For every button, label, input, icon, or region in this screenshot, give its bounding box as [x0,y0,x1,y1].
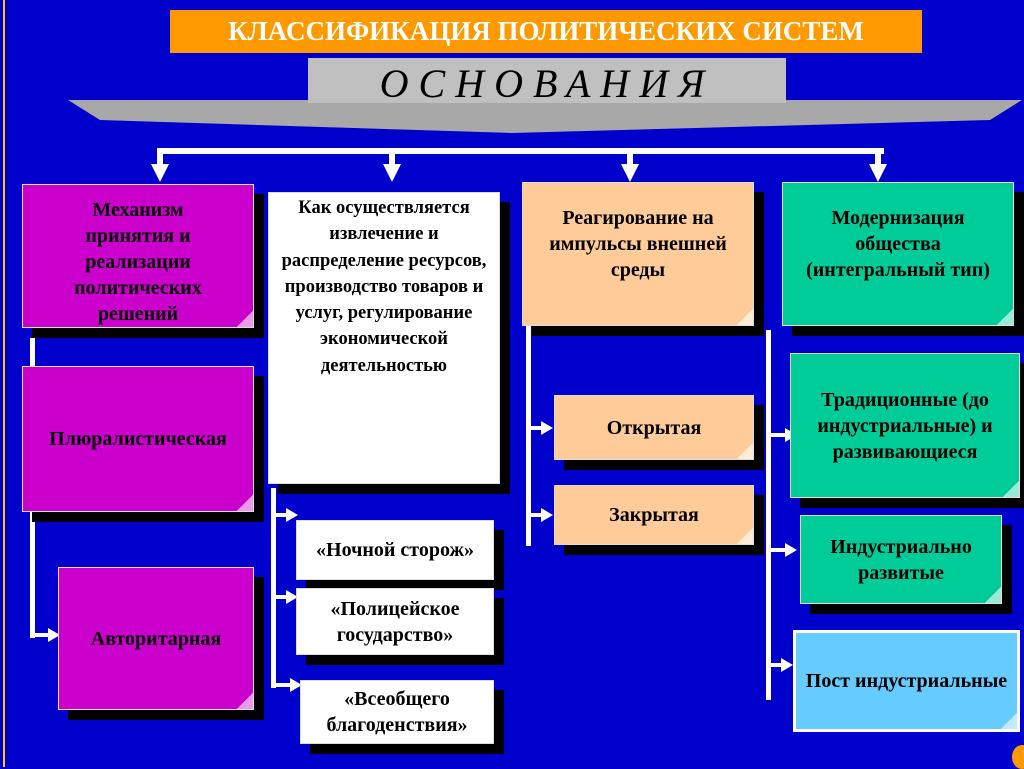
connector-line [526,426,542,430]
type-traditional: Традиционные (до индустриальные) и разви… [790,353,1020,498]
connector-line [271,513,287,517]
connector-line [526,513,542,517]
basis-resources: Как осуществляется извлечение и распреде… [268,192,500,484]
connector-line [766,548,786,552]
arrow-right-icon [541,508,553,522]
connector-line [157,148,163,166]
type-open: Открытая [554,395,754,460]
connector-line [875,148,881,166]
connector-line [766,330,771,700]
connector-line [271,595,287,599]
slide-title: КЛАССИФИКАЦИЯ ПОЛИТИЧЕСКИХ СИСТЕМ [170,10,922,53]
type-authoritarian: Авторитарная [58,567,254,710]
arrow-down-icon [621,164,639,182]
connector-line [627,148,633,166]
type-welfare-state: «Всеобщего благоденствия» [300,680,494,744]
arrow-right-icon [781,658,793,672]
connector-line [30,633,50,637]
arrow-right-icon [541,421,553,435]
bases-banner-arrow [68,58,1022,133]
connector-line [157,148,884,154]
arrow-right-icon [286,508,298,522]
left-accent-line [3,0,5,767]
decorative-circle [1012,745,1024,769]
arrow-down-icon [151,164,169,182]
arrow-down-icon [869,164,887,182]
arrow-right-icon [290,678,302,692]
type-industrial: Индустриально развитые [800,515,1002,604]
connector-line [271,488,276,688]
connector-line [271,683,291,687]
connector-line [766,663,782,667]
type-police-state: «Полицейское государство» [296,588,494,655]
bases-heading: ОСНОВАНИЯ [379,60,715,106]
type-pluralistic: Плюралистическая [22,366,254,512]
connector-line [766,433,786,437]
arrow-right-icon [48,628,60,642]
arrow-right-icon [286,590,298,604]
type-night-watchman: «Ночной сторож» [296,520,494,580]
type-postindustrial: Пост индустриальные [793,630,1020,732]
basis-decision-mechanism: Механизм принятия и реализации политичес… [22,184,254,328]
arrow-right-icon [785,543,797,557]
basis-environment-response: Реагирование на импульсы внешней среды [522,182,754,326]
basis-modernization: Модернизация общества (интегральный тип) [782,182,1014,326]
arrow-down-icon [383,164,401,182]
connector-line [526,318,531,546]
type-closed: Закрытая [554,485,754,545]
connector-line [389,148,395,166]
